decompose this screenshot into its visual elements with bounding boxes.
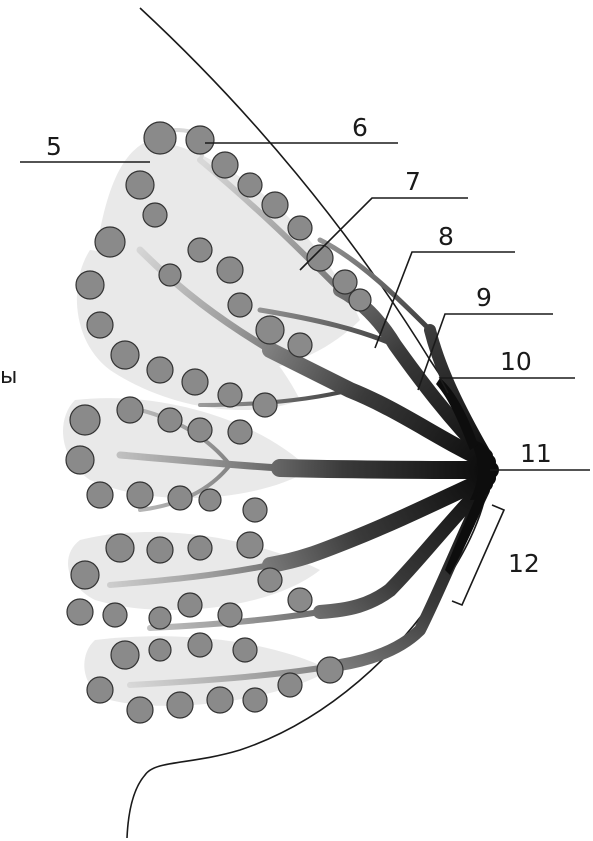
label-12: 12: [508, 549, 540, 578]
label-9: 9: [476, 283, 492, 312]
label-6: 6: [352, 113, 368, 142]
label-5: 5: [46, 132, 62, 161]
label-7: 7: [405, 167, 421, 196]
label-11: 11: [520, 439, 552, 468]
leader-10: [440, 378, 575, 393]
label-left-edge: ы: [0, 364, 17, 389]
label-10: 10: [500, 347, 532, 376]
label-8: 8: [438, 222, 454, 251]
